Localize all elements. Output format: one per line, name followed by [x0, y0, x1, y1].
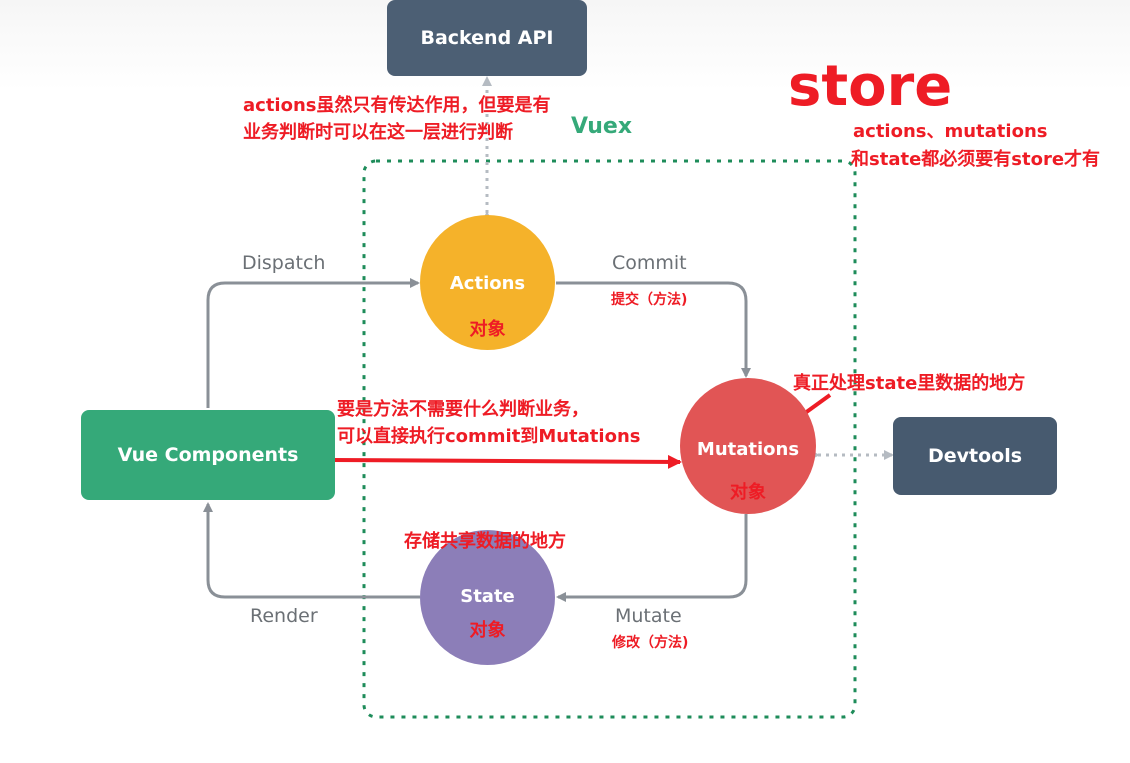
mutations-note: 真正处理state里数据的地方: [793, 373, 1026, 394]
actions-label: Actions: [449, 273, 526, 294]
devtools-box: Devtools: [893, 417, 1057, 495]
mutate-sub-note: 修改（方法): [612, 635, 689, 651]
vuex-dashed-boundary: [362, 159, 857, 719]
dispatch-arrow: [206, 278, 420, 408]
store-note-line2: 和state都必须要有store才有: [851, 149, 1101, 170]
vuex-label: Vuex: [571, 114, 633, 139]
mutate-label: Mutate: [615, 605, 682, 627]
store-title: store: [788, 54, 953, 119]
backend-api-label: Backend API: [420, 27, 554, 49]
vue-components-box: Vue Components: [81, 410, 335, 500]
direct-commit-note-line2: 可以直接执行commit到Mutations: [337, 426, 641, 447]
state-label: State: [460, 586, 515, 607]
commit-arrow: [556, 281, 751, 378]
render-arrow: [203, 502, 420, 599]
actions-object-note: 对象: [469, 319, 506, 340]
mutations-object-note: 对象: [730, 482, 766, 503]
store-note-line1: actions、mutations: [853, 121, 1048, 142]
state-object-note: 对象: [469, 620, 506, 641]
backend-api-box: Backend API: [387, 0, 587, 76]
mutate-arrow: [556, 514, 748, 602]
actions-note-line1: actions虽然只有传达作用，但要是有: [243, 95, 551, 116]
mutations-label: Mutations: [696, 439, 800, 460]
vue-components-label: Vue Components: [117, 444, 299, 466]
actions-node: Actions 对象: [420, 215, 555, 350]
render-label: Render: [250, 605, 318, 627]
direct-commit-note-line1: 要是方法不需要什么判断业务，: [337, 399, 589, 420]
state-note: 存储共享数据的地方: [404, 531, 566, 552]
direct-commit-red-arrow: [331, 454, 682, 469]
devtools-label: Devtools: [927, 445, 1023, 467]
mutations-node: Mutations 对象: [680, 378, 816, 514]
commit-sub-note: 提交（方法): [611, 292, 688, 308]
actions-note-line2: 业务判断时可以在这一层进行判断: [243, 122, 513, 143]
dispatch-label: Dispatch: [242, 252, 326, 274]
commit-label: Commit: [612, 252, 687, 274]
state-node: State 对象: [420, 530, 555, 665]
